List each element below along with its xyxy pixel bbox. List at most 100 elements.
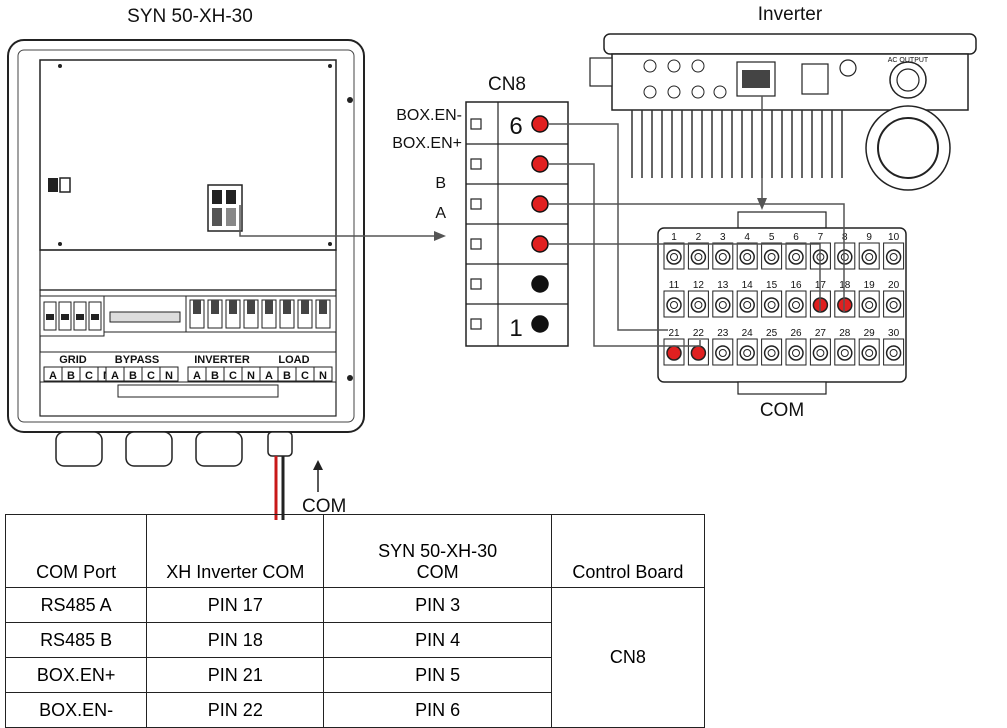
com-terminal-number: 19 [864,280,876,291]
com-terminal-number: 1 [671,232,677,243]
wiring-diagram: SYN 50-XH-30 GRID BYPASS INVERTER [7,4,977,520]
com-terminal-screw [763,249,780,265]
com-terminal-screw [763,297,780,313]
header-control-board: Control Board [550,514,706,588]
cn8-pin [531,115,549,133]
com-terminal-screw [788,249,804,265]
table-row: RS485 A PIN 17 PIN 3 CN8 [4,587,706,728]
cn8-pin [531,315,549,333]
com-arrow-head [313,460,323,470]
cn8-pin [531,235,549,253]
cell-com-port: BOX.EN- [4,692,148,728]
cn8-connector [465,101,569,347]
ac-output-port [889,61,927,99]
com-terminal-screw [739,345,755,361]
cn8-pin [531,195,549,213]
phase-label: B [211,370,219,382]
cell-syn-pin: PIN 5 [323,657,552,693]
cell-com-port: RS485 A [4,587,148,623]
cell-xh-pin: PIN 22 [146,692,325,728]
com-terminal-screw [715,249,731,265]
com-terminal-number: 11 [669,280,680,291]
cn8-pin [531,275,549,293]
phase-label: C [147,370,155,382]
inverter-heatsink [631,110,843,178]
cn8-label-box-en-minus: BOX.EN- [396,107,462,124]
phase-label: C [85,370,93,382]
phase-label: C [301,370,309,382]
com-terminal-number: 30 [888,328,900,339]
ac-output-label: AC OUTPUT [888,57,929,64]
bypass-label: BYPASS [115,354,159,366]
header-com-port: COM Port [4,514,148,588]
com-terminal-screw [812,345,829,361]
cell-xh-pin: PIN 17 [146,587,325,623]
header-syn-com: SYN 50-XH-30 COM [323,514,552,588]
com-terminal-screw [690,345,707,361]
com-terminal-screw [885,297,902,313]
cell-com-port: RS485 B [4,622,148,658]
phase-label: A [193,370,201,382]
cell-syn-pin: PIN 4 [323,622,552,658]
com-terminal-screw [885,249,902,265]
com-terminal-screw [690,249,707,265]
cell-xh-pin: PIN 21 [146,657,325,693]
phase-label: A [49,370,57,382]
cell-com-port: BOX.EN+ [4,657,148,693]
com-terminal-screw [885,345,902,361]
com-terminal-number: 20 [888,280,900,291]
com-terminal-number: 24 [742,328,754,339]
cn8-pin-1-number: 1 [509,315,522,342]
com-terminal-screw [666,249,682,265]
com-terminal-screw [861,345,877,361]
inverter-label: INVERTER [194,354,250,366]
cell-syn-pin: PIN 6 [323,692,552,728]
com-terminal-screw [788,297,804,313]
com-terminal-number: 5 [769,232,775,243]
com-terminal-number: 28 [839,328,851,339]
phase-label: C [229,370,237,382]
com-terminal-number: 13 [717,280,729,291]
com-terminal-screw [837,297,853,313]
com-terminal-number: 4 [744,232,750,243]
phase-labels: ABCNABCNABCNABCN [43,366,333,382]
cn8-title: CN8 [488,74,526,95]
com-terminal-number: 14 [742,280,754,291]
com-terminal-number: 15 [766,280,778,291]
syn-to-cn8-arrow [434,231,446,241]
com-terminal-screw [837,345,853,361]
com-terminal-screw [788,345,804,361]
com-terminal-screw [715,345,731,361]
phase-label: B [129,370,137,382]
phase-label: N [165,370,173,382]
pin-mapping-table: COM Port XH Inverter COM SYN 50-XH-30 CO… [4,514,706,728]
inverter-title: Inverter [758,4,823,25]
com-terminal-screw [739,249,755,265]
cell-xh-pin: PIN 18 [146,622,325,658]
cn8-board-connector [207,184,243,232]
com-terminal-number: 25 [766,328,778,339]
table-header-row: COM Port XH Inverter COM SYN 50-XH-30 CO… [4,514,706,588]
cn8-label-b: B [435,175,446,192]
com-terminal-number: 8 [842,232,848,243]
com-terminal-number: 6 [793,232,799,243]
com-terminal-number: 3 [720,232,726,243]
com-terminal-number: 16 [790,280,802,291]
phase-label: N [247,370,255,382]
phase-label: B [283,370,291,382]
cn8-to-com-wires [548,123,845,347]
com-terminal-number: 12 [693,280,705,291]
com-terminal-number: 9 [866,232,872,243]
syn-unit-title: SYN 50-XH-30 [127,6,253,27]
phase-label: B [67,370,75,382]
phase-label: A [265,370,273,382]
com-terminal-number: 2 [696,232,702,243]
com-terminal-number: 23 [717,328,729,339]
cell-syn-pin: PIN 3 [323,587,552,623]
com-terminal-number: 21 [668,328,680,339]
com-terminal-number: 10 [888,232,900,243]
cable-glands [55,431,293,467]
com-terminal-screw [690,297,707,313]
header-xh-inverter-com: XH Inverter COM [146,514,325,588]
